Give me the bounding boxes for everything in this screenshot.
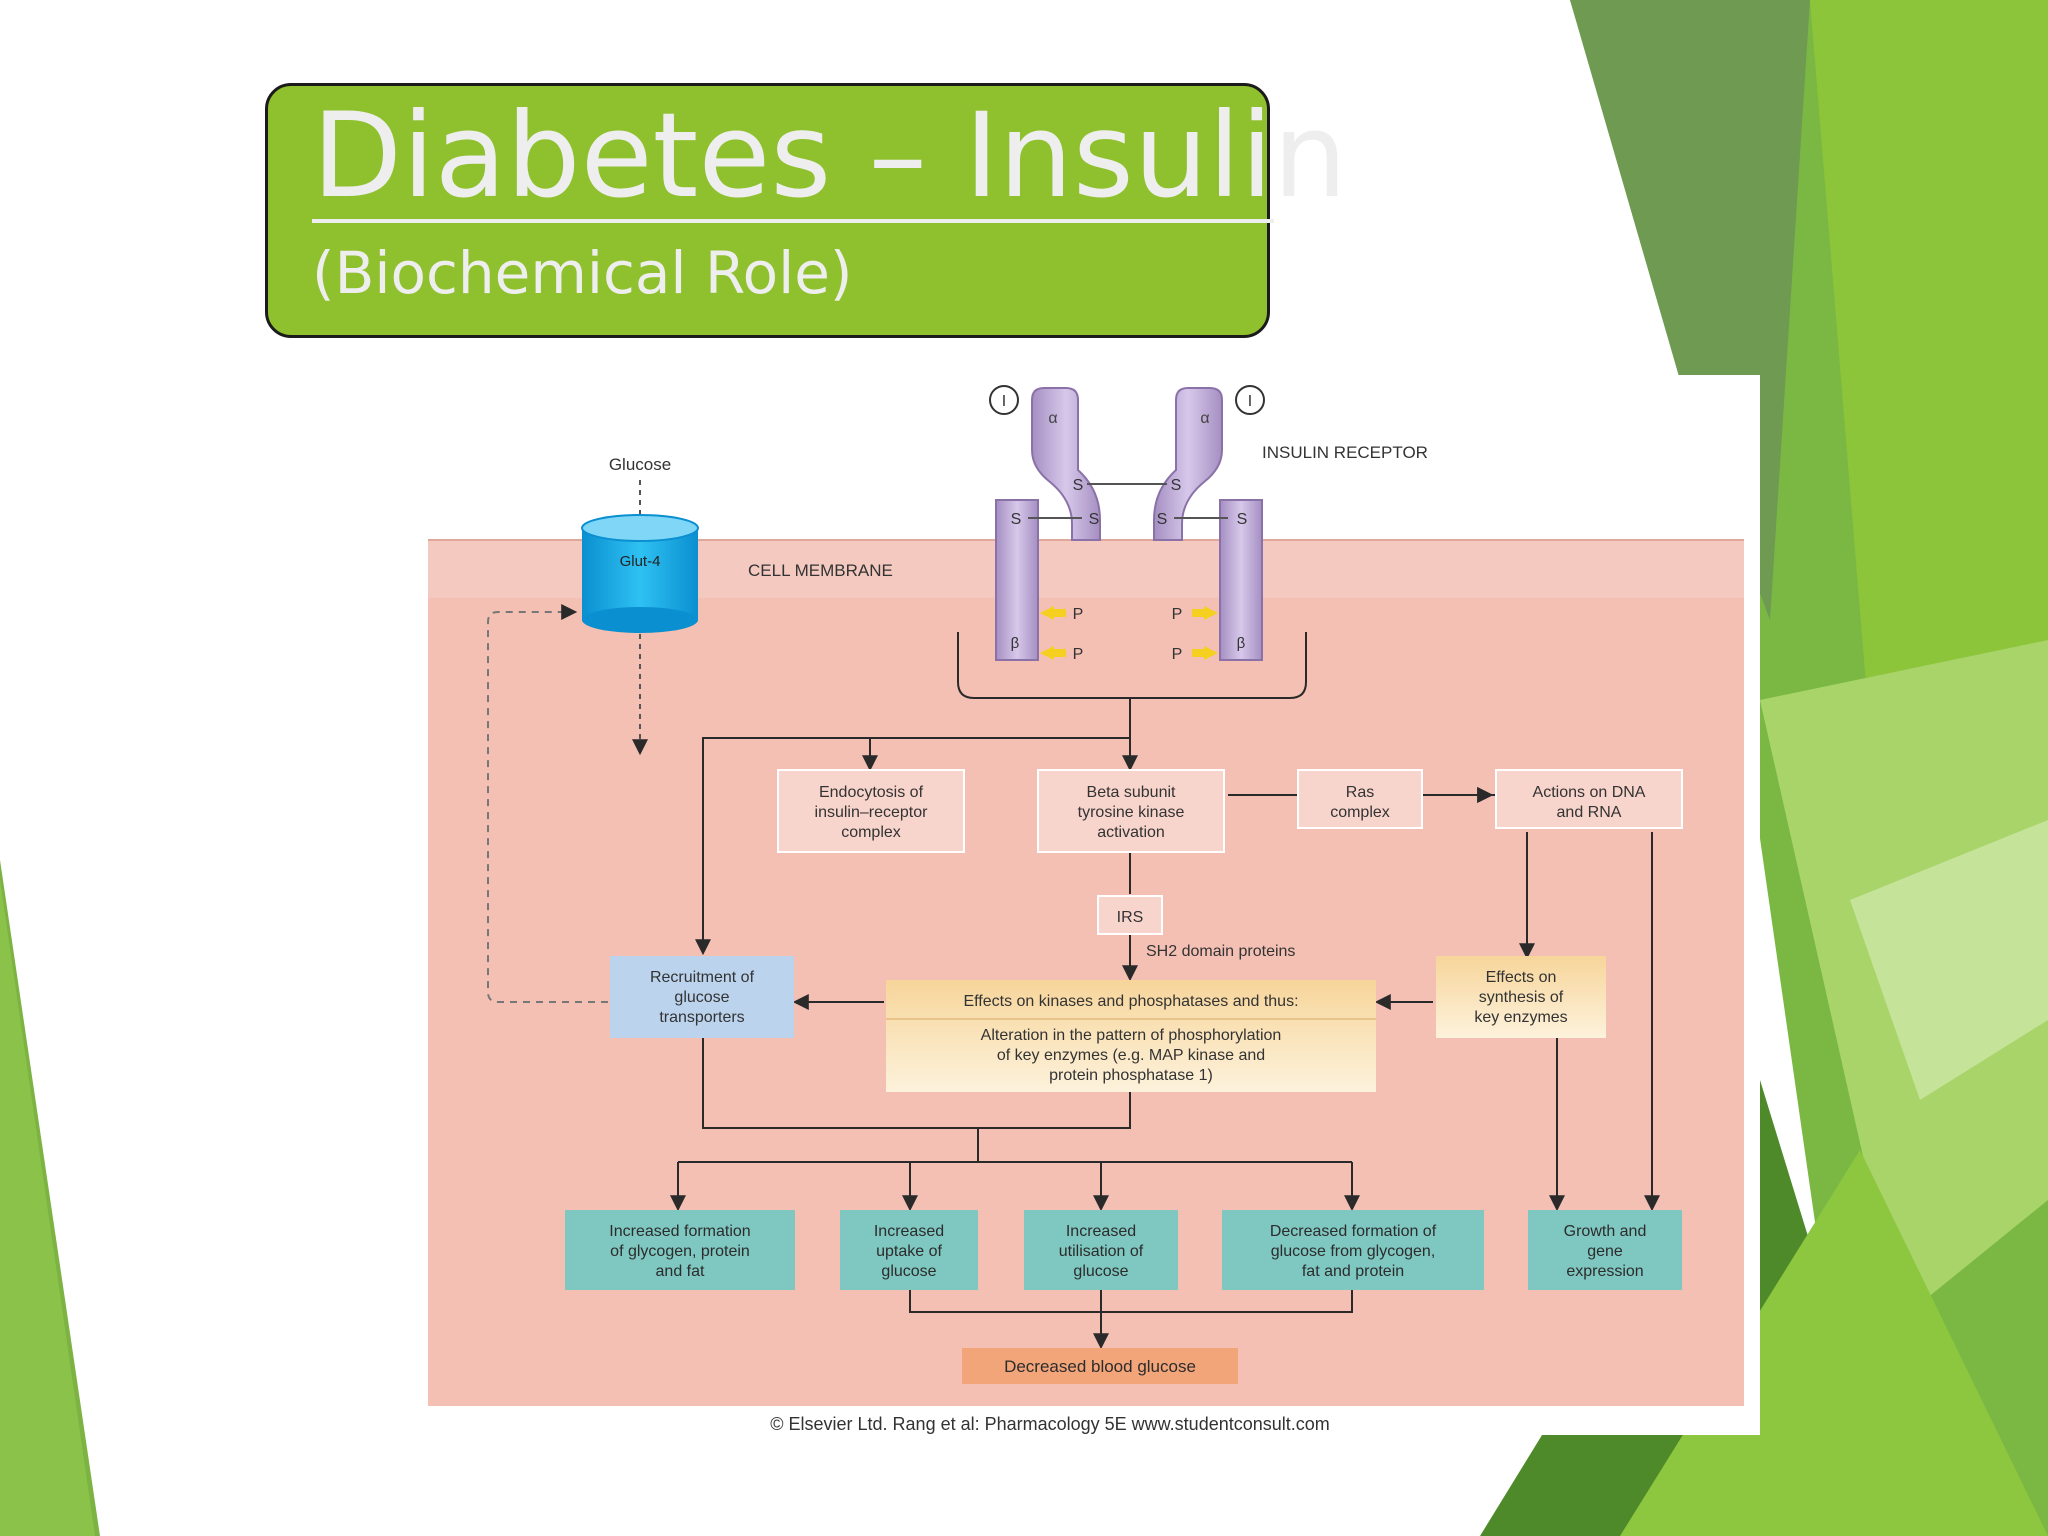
synthesis-l1: Effects on bbox=[1486, 969, 1557, 986]
outcome-uptake-box bbox=[840, 1210, 978, 1290]
insulin-receptor-label: INSULIN RECEPTOR bbox=[1262, 443, 1428, 462]
decformation-l2: glucose from glycogen, bbox=[1271, 1243, 1436, 1260]
recruitment-l1: Recruitment of bbox=[650, 969, 755, 986]
decformation-l1: Decreased formation of bbox=[1270, 1223, 1437, 1240]
slide-title: Diabetes – Insulin bbox=[312, 87, 1348, 224]
dna-rna-box bbox=[1495, 769, 1683, 829]
sulfur-1: S bbox=[1073, 477, 1084, 494]
recruitment-l2: glucose bbox=[674, 989, 729, 1006]
copyright-note: © Elsevier Ltd. Rang et al: Pharmacology… bbox=[770, 1414, 1330, 1434]
kinases-box bbox=[886, 980, 1376, 1092]
endocytosis-l2: insulin–receptor bbox=[815, 804, 929, 821]
insulin-marker-left: I bbox=[1002, 393, 1006, 410]
beta-subunit-l3: activation bbox=[1097, 824, 1165, 841]
phosphate-3: P bbox=[1172, 606, 1183, 623]
endocytosis-l1: Endocytosis of bbox=[819, 784, 924, 801]
beta-right: β bbox=[1237, 635, 1246, 652]
alpha-left: α bbox=[1048, 410, 1057, 427]
utilisation-l3: glucose bbox=[1073, 1263, 1128, 1280]
sulfur-5: S bbox=[1157, 511, 1168, 528]
title-box bbox=[265, 83, 1270, 338]
phosphate-2: P bbox=[1073, 646, 1084, 663]
slide-subtitle: (Biochemical Role) bbox=[312, 239, 853, 307]
beta-subunit-l1: Beta subunit bbox=[1087, 784, 1177, 801]
sulfur-6: S bbox=[1237, 511, 1248, 528]
alteration-l2: of key enzymes (e.g. MAP kinase and bbox=[997, 1047, 1265, 1064]
alpha-right: α bbox=[1200, 410, 1209, 427]
beta-subunit-box bbox=[1037, 769, 1225, 853]
growth-l2: gene bbox=[1587, 1243, 1623, 1260]
dna-rna-l1: Actions on DNA bbox=[1533, 784, 1646, 801]
decreased-blood-glucose-box bbox=[962, 1348, 1238, 1384]
growth-l1: Growth and bbox=[1564, 1223, 1647, 1240]
ras-l1: Ras bbox=[1346, 784, 1374, 801]
cell-membrane-label: CELL MEMBRANE bbox=[748, 561, 893, 580]
sulfur-3: S bbox=[1011, 511, 1022, 528]
glycogen-l2: of glycogen, protein bbox=[610, 1243, 750, 1260]
alteration-l1: Alteration in the pattern of phosphoryla… bbox=[981, 1027, 1282, 1044]
outcome-growth-box bbox=[1528, 1210, 1682, 1290]
synthesis-l2: synthesis of bbox=[1479, 989, 1564, 1006]
irs-label: IRS bbox=[1117, 909, 1144, 926]
irs-box bbox=[1097, 895, 1163, 935]
ras-complex-box bbox=[1297, 769, 1423, 829]
synthesis-l3: key enzymes bbox=[1474, 1009, 1567, 1026]
decformation-l3: fat and protein bbox=[1302, 1263, 1404, 1280]
ras-l2: complex bbox=[1330, 804, 1390, 821]
glucose-label: Glucose bbox=[609, 455, 671, 474]
beta-subunit-l2: tyrosine kinase bbox=[1078, 804, 1185, 821]
kinases-label: Effects on kinases and phosphatases and … bbox=[963, 993, 1298, 1010]
outcome-utilisation-box bbox=[1024, 1210, 1178, 1290]
outcome-glycogen-box bbox=[565, 1210, 795, 1290]
insulin-receptor: α α S S S S S S β β I I P P P P bbox=[989, 385, 1265, 663]
glut4-label: Glut-4 bbox=[620, 553, 661, 570]
glycogen-l3: and fat bbox=[656, 1263, 705, 1280]
beta-left: β bbox=[1011, 635, 1020, 652]
utilisation-l1: Increased bbox=[1066, 1223, 1136, 1240]
dna-rna-l2: and RNA bbox=[1557, 804, 1622, 821]
endocytosis-l3: complex bbox=[841, 824, 901, 841]
insulin-marker-right: I bbox=[1248, 393, 1252, 410]
uptake-l1: Increased bbox=[874, 1223, 944, 1240]
uptake-l3: glucose bbox=[881, 1263, 936, 1280]
recruitment-l3: transporters bbox=[659, 1009, 744, 1026]
sh2-label: SH2 domain proteins bbox=[1146, 943, 1295, 960]
recruitment-box bbox=[610, 956, 794, 1038]
endocytosis-box bbox=[777, 769, 965, 853]
decreased-blood-glucose-label: Decreased blood glucose bbox=[1004, 1357, 1196, 1376]
phosphate-1: P bbox=[1073, 606, 1084, 623]
sulfur-2: S bbox=[1171, 477, 1182, 494]
growth-l3: expression bbox=[1566, 1263, 1643, 1280]
effects-synthesis-box bbox=[1436, 956, 1606, 1038]
sulfur-4: S bbox=[1089, 511, 1100, 528]
alteration-l3: protein phosphatase 1) bbox=[1049, 1067, 1213, 1084]
title-underline bbox=[312, 219, 1274, 223]
outcome-decreased-formation-box bbox=[1222, 1210, 1484, 1290]
uptake-l2: uptake of bbox=[876, 1243, 942, 1260]
utilisation-l2: utilisation of bbox=[1059, 1243, 1144, 1260]
glut4-transporter: Glut-4 bbox=[581, 514, 699, 633]
glycogen-l1: Increased formation bbox=[609, 1223, 750, 1240]
phosphate-4: P bbox=[1172, 646, 1183, 663]
